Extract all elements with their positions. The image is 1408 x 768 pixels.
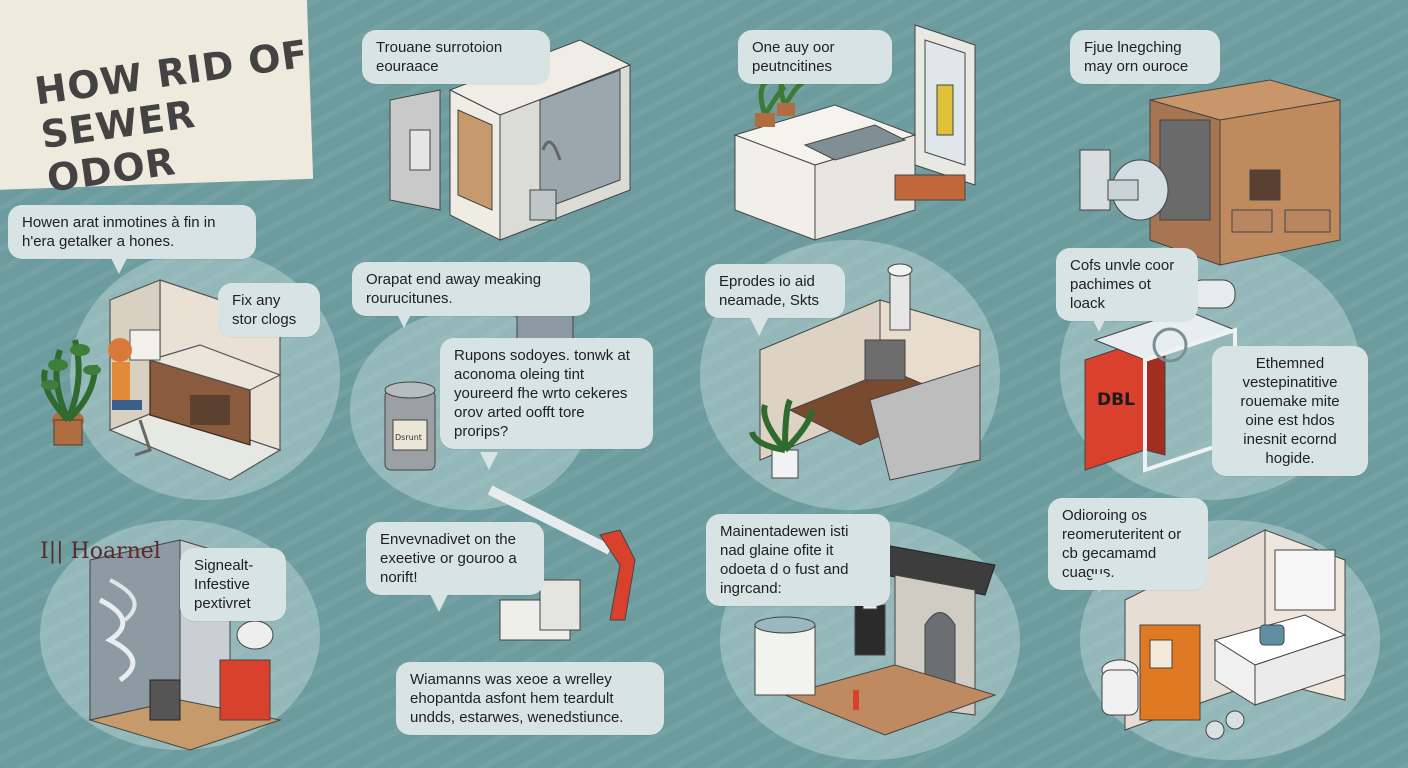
tip-bubble-odioroing: Odioroing os reomeruteritent or cb gecam…: [1048, 498, 1208, 590]
bubble-tail: [1090, 574, 1108, 592]
tip-bubble-ethemned: Ethemned vestepinatitive rouemake mite o…: [1212, 346, 1368, 476]
tip-bubble-surrounding: Trouane surrotoion eouraace: [362, 30, 550, 84]
tip-bubble-signealt: Signealt-Infestive pextivret: [180, 548, 286, 621]
sink-counter-illustration: [733, 24, 976, 241]
page-title: HOW RID OF SEWER ODOR: [32, 31, 312, 201]
bubble-tail: [110, 256, 128, 274]
wooden-wardrobe-illustration: [1079, 79, 1341, 266]
bubble-tail: [480, 452, 498, 470]
tip-bubble-intro: Howen arat inmotines à fin in h'era geta…: [8, 205, 256, 259]
fireplace-bin-illustration: [754, 544, 997, 736]
tip-bubble-envevnadivet: Envevnadivet on the exeetive or gouroo a…: [366, 522, 544, 595]
tip-bubble-clogs: Fix any stor clogs: [218, 283, 320, 337]
bubble-tail: [430, 594, 448, 612]
bubble-tail: [750, 318, 768, 336]
bathroom-heater-illustration: [1101, 529, 1347, 740]
tip-bubble-wiamanns: Wiamanns was xeoe a wrelley ehopantda as…: [396, 662, 664, 735]
tip-bubble-rupons: Rupons sodoyes. tonwk at aconoma oleing …: [440, 338, 653, 449]
bubble-tail: [1090, 314, 1108, 332]
bubble-tail: [395, 310, 413, 328]
tiled-kitchen-illustration: [749, 263, 981, 481]
tip-bubble-eprodes: Eprodes io aid neamade, Skts: [705, 264, 845, 318]
dbl-box-label: DBL: [1097, 390, 1135, 410]
tip-bubble-mainentade: Mainentadewen isti nad glaine ofite it o…: [706, 514, 890, 606]
tip-bubble-meaking: Orapat end away meaking rourucitunes.: [352, 262, 590, 316]
title-wrap: HOW RID OF SEWER ODOR: [0, 0, 320, 201]
tip-bubble-cofs: Cofs unvle coor pachimes ot loack: [1056, 248, 1198, 321]
can-label: Dsrunt: [395, 433, 422, 442]
tip-bubble-fjue: Fjue lnegching may orn ouroce: [1070, 30, 1220, 84]
wall-sign-label: I|| Hoarnel: [40, 539, 161, 564]
tip-bubble-one-auy: One auy oor peutncitines: [738, 30, 892, 84]
